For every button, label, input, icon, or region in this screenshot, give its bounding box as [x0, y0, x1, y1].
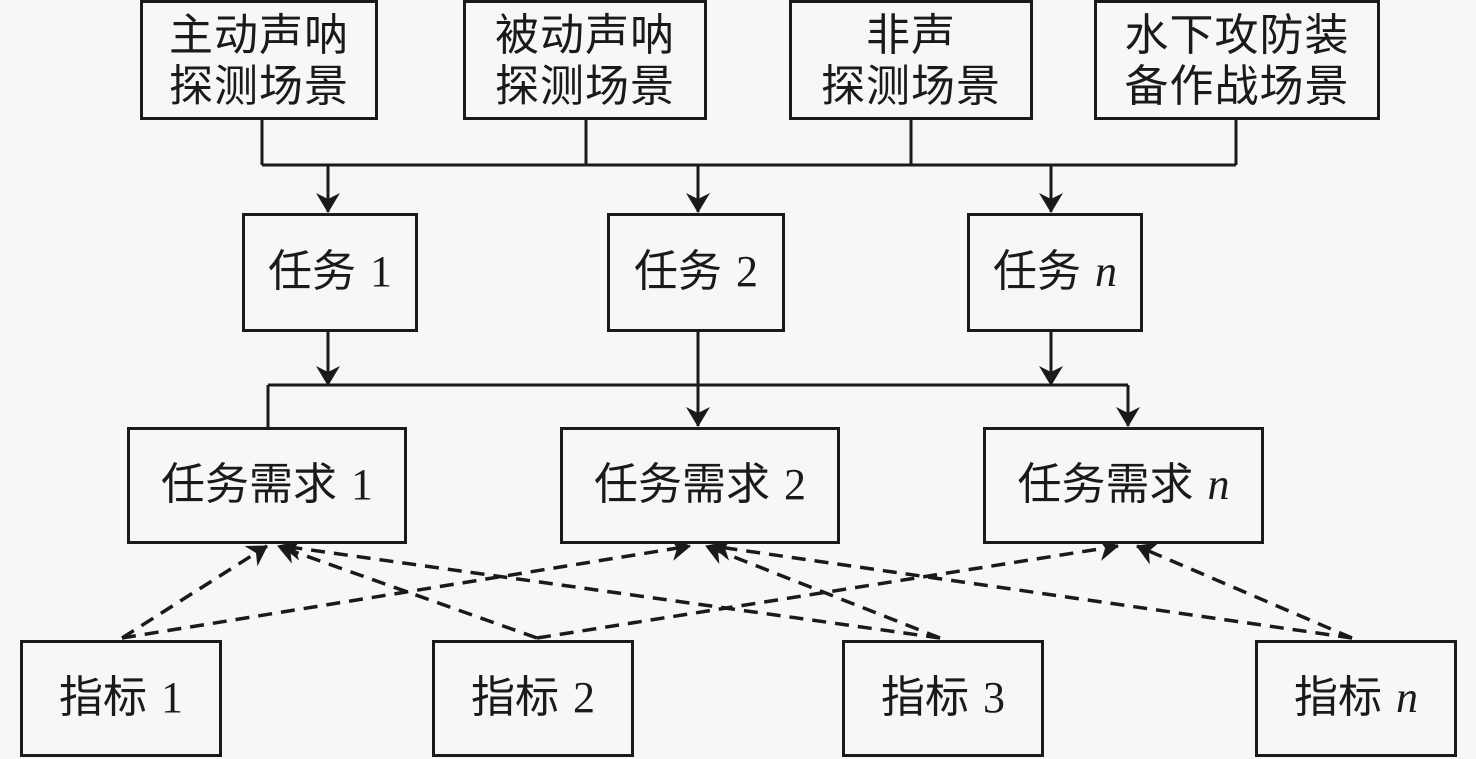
task-number: n: [1095, 247, 1117, 297]
requirement-box-n: 任务需求 n: [983, 427, 1264, 544]
task-number: 2: [736, 247, 758, 297]
requirement-number: n: [1207, 460, 1230, 510]
requirement-label: 任务需求: [161, 459, 337, 511]
task-label: 任务: [268, 246, 356, 298]
requirement-box-2: 任务需求 2: [560, 427, 840, 544]
scenario-label: 被动声呐 探测场景: [495, 10, 675, 112]
scenario-box-non-acoustic: 非声 探测场景: [789, 0, 1033, 120]
scenario-box-underwater-combat: 水下攻防装 备作战场景: [1094, 0, 1380, 120]
solid-connectors: [260, 118, 1238, 427]
requirement-box-1: 任务需求 1: [127, 427, 407, 544]
scenario-box-active-sonar: 主动声呐 探测场景: [140, 0, 378, 120]
indicator-number: 2: [573, 673, 595, 723]
indicator-label: 指标: [1294, 672, 1382, 724]
indicator-box-2: 指标 2: [432, 640, 634, 757]
scenario-label: 主动声呐 探测场景: [169, 10, 349, 112]
scenario-label: 非声 探测场景: [821, 10, 1001, 112]
indicator-label: 指标: [881, 672, 969, 724]
requirement-label: 任务需求: [594, 459, 770, 511]
dashed-arrow-i3-r1: [281, 536, 941, 640]
dashed-arrow-i1-r1: [121, 544, 268, 640]
dashed-arrow-in-r2: [711, 536, 1353, 640]
task-box-n: 任务 n: [967, 213, 1143, 332]
indicator-box-3: 指标 3: [842, 640, 1044, 757]
task-number: 1: [370, 247, 392, 297]
indicator-box-1: 指标 1: [20, 640, 222, 757]
indicator-label: 指标: [59, 672, 147, 724]
scenario-box-passive-sonar: 被动声呐 探测场景: [463, 0, 707, 120]
dashed-arrow-in-rn: [1136, 542, 1353, 640]
task-label: 任务: [993, 246, 1081, 298]
task-box-1: 任务 1: [242, 213, 418, 332]
dashed-arrow-i3-r2: [705, 541, 941, 640]
indicator-box-n: 指标 n: [1255, 640, 1457, 757]
indicator-number: 3: [983, 673, 1005, 723]
dashed-arrow-i2-rn: [536, 537, 1119, 640]
requirement-number: 1: [351, 460, 373, 510]
task-box-2: 任务 2: [607, 213, 785, 332]
scenario-label: 水下攻防装 备作战场景: [1124, 10, 1350, 112]
indicator-number: n: [1396, 673, 1418, 723]
requirement-label: 任务需求: [1017, 459, 1194, 511]
indicator-label: 指标: [471, 672, 559, 724]
indicator-number: 1: [161, 673, 183, 723]
requirement-number: 2: [784, 460, 806, 510]
task-label: 任务: [634, 246, 722, 298]
dashed-connectors: [121, 536, 1353, 640]
